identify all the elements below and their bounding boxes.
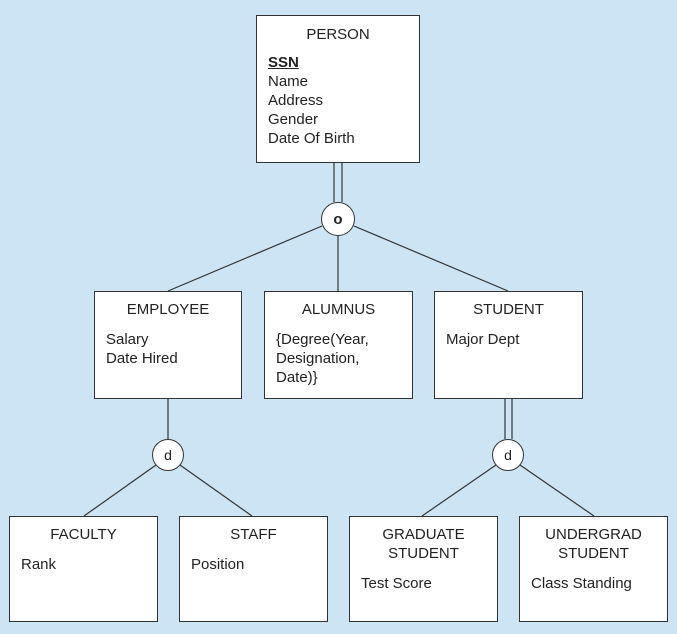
staff-entity: STAFF Position <box>179 516 328 622</box>
faculty-attributes: Rank <box>21 555 157 574</box>
undergrad-attributes: Class Standing <box>531 574 667 593</box>
attribute: Date Hired <box>106 350 178 367</box>
attribute: Address <box>268 92 324 109</box>
constraint-label: d <box>164 447 172 463</box>
key-attribute: SSN <box>268 54 299 71</box>
entity-title: STAFF <box>230 526 277 543</box>
employee-attributes: Salary Date Hired <box>106 330 241 368</box>
overlap-constraint-circle: o <box>321 202 355 236</box>
disjoint-constraint-circle-employee: d <box>152 439 184 471</box>
entity-title-line: STUDENT <box>558 545 629 562</box>
line-to-undergrad <box>519 464 595 517</box>
attribute: Class Standing <box>531 575 632 592</box>
attribute: Salary <box>106 331 149 348</box>
attribute: Rank <box>21 556 57 573</box>
attribute: Date Of Birth <box>268 130 355 147</box>
entity-title: EMPLOYEE <box>126 301 210 318</box>
entity-title: PERSON <box>306 26 370 43</box>
alumnus-attributes: {Degree(Year, Designation, Date)} <box>276 330 412 387</box>
attribute: Position <box>191 556 245 573</box>
entity-title-line: GRADUATE <box>382 526 465 543</box>
line-to-faculty <box>83 464 157 517</box>
staff-attributes: Position <box>191 555 327 574</box>
line-to-employee <box>167 225 323 292</box>
student-entity: STUDENT Major Dept <box>434 291 583 399</box>
attribute: Name <box>268 73 309 90</box>
disjoint-constraint-circle-student: d <box>492 439 524 471</box>
attribute: Designation, <box>276 350 360 367</box>
constraint-label: d <box>504 447 512 463</box>
graduate-attributes: Test Score <box>361 574 497 593</box>
undergrad-student-entity: UNDERGRAD STUDENT Class Standing <box>519 516 668 622</box>
person-attributes: SSN Name Address Gender Date Of Birth <box>268 53 419 148</box>
attribute: Major Dept <box>446 331 520 348</box>
entity-title-line: UNDERGRAD <box>545 526 642 543</box>
attribute: Gender <box>268 111 319 128</box>
attribute: Test Score <box>361 575 432 592</box>
entity-title-line: STUDENT <box>388 545 459 562</box>
line-to-staff <box>179 464 253 517</box>
constraint-label: o <box>333 210 343 228</box>
attribute: Date)} <box>276 369 318 386</box>
entity-title: STUDENT <box>473 301 544 318</box>
student-attributes: Major Dept <box>446 330 582 349</box>
attribute: {Degree(Year, <box>276 331 369 348</box>
line-to-student <box>353 225 509 292</box>
entity-title: ALUMNUS <box>301 301 376 318</box>
employee-entity: EMPLOYEE Salary Date Hired <box>94 291 242 399</box>
person-entity: PERSON SSN Name Address Gender Date Of B… <box>256 15 420 163</box>
faculty-entity: FACULTY Rank <box>9 516 158 622</box>
line-to-graduate <box>421 464 497 517</box>
alumnus-entity: ALUMNUS {Degree(Year, Designation, Date)… <box>264 291 413 399</box>
entity-title: FACULTY <box>50 526 117 543</box>
graduate-student-entity: GRADUATE STUDENT Test Score <box>349 516 498 622</box>
